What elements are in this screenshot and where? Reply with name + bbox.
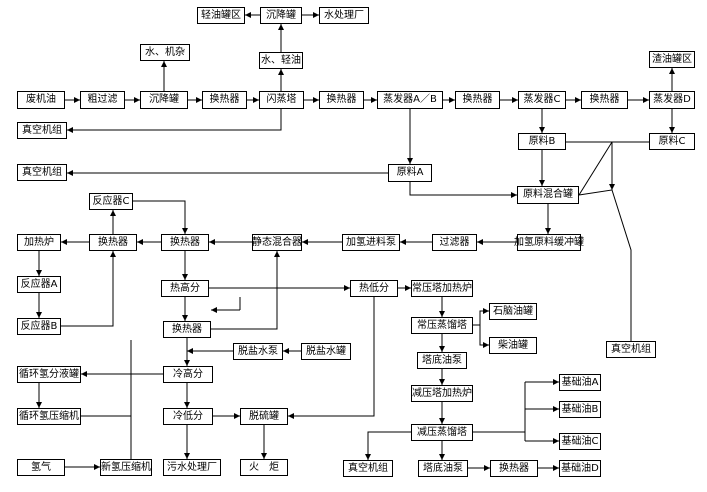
atm-heater-box: 常压塔加热炉 [411,280,473,297]
light-oil-tank-box: 轻油罐区 [197,7,245,24]
heater-box: 加热炉 [17,234,61,251]
heat-exchanger-1-box: 换热器 [202,91,247,109]
flow-line-71 [365,431,411,460]
vacuum-unit-4-box: 真空机组 [343,460,393,477]
water-impurities-box: 水、机杂 [140,44,190,61]
flow-line-39 [133,200,188,234]
hydro-feed-pump-box: 加氢进料泵 [342,234,400,251]
waste-oil-box: 废机油 [17,91,65,109]
hydrogen-box: 氢气 [17,459,65,476]
residue-tank-box: 渣油罐区 [649,51,695,68]
base-oil-d-box: 基础油D [559,460,601,477]
static-mixer-box: 静态混合器 [252,234,302,251]
vacuum-unit-3-box: 真空机组 [606,341,656,358]
heat-exchanger-3-box: 换热器 [455,91,500,109]
coarse-filter-box: 粗过滤 [80,91,125,109]
feedstock-c-box: 原料C [649,133,695,150]
diesel-tank-box: 柴油罐 [489,337,537,354]
flow-line-43 [211,251,280,330]
new-h2-comp-box: 新氢压缩机 [100,459,152,476]
naphtha-tank-box: 石脑油罐 [489,303,537,320]
feedstock-b-box: 原料B [518,133,566,150]
heat-exchanger-6-box: 换热器 [89,234,137,251]
evaporator-d-box: 蒸发器D [649,91,695,109]
heat-exchanger-4-box: 换热器 [581,91,628,109]
feed-mix-tank-box: 原料混合罐 [517,186,579,204]
heat-exchanger-7-box: 换热器 [163,321,211,338]
settling-tank-box: 沉降罐 [140,91,188,109]
flow-line-25 [578,141,613,196]
evaporator-ab-box: 蒸发器A／B [377,91,443,109]
flow-line-23 [609,141,649,190]
flash-tower-box: 闪蒸塔 [259,91,304,109]
desulfur-tank-box: 脱硫罐 [240,408,288,425]
base-oil-c-box: 基础油C [559,433,601,450]
desalt-pump-box: 脱盐水泵 [233,343,283,360]
recycle-h2-comp-box: 循环氢压缩机 [17,408,81,425]
heat-exchanger-5-box: 换热器 [161,234,209,251]
vacuum-unit-2-box: 真空机组 [17,164,67,181]
flow-line-27 [611,189,632,341]
reactor-c-box: 反应器C [89,193,133,210]
flow-line-51 [81,340,132,417]
flow-line-26 [578,150,613,196]
wastewater-plant-box: 水处理厂 [319,7,369,24]
evaporator-c-box: 蒸发器C [518,91,566,109]
atm-bottom-pump-box: 塔底油泵 [417,352,467,369]
reactor-b-box: 反应器B [17,318,61,335]
vac-bottom-pump-box: 塔底油泵 [418,460,468,477]
atm-tower-box: 常压蒸馏塔 [411,317,473,334]
settling-tank-top-box: 沉降罐 [260,7,302,24]
vac-tower-box: 减压蒸馏塔 [411,424,473,441]
water-light-oil-box: 水、轻油 [259,52,303,69]
flow-line-58 [288,297,375,419]
desalt-tank-box: 脱盐水罐 [301,343,351,360]
heat-exchanger-2-box: 换热器 [319,91,364,109]
flow-line-19 [409,182,517,198]
vacuum-unit-1-box: 真空机组 [17,122,67,139]
base-oil-b-box: 基础油B [559,401,601,418]
flow-line-61 [473,308,489,326]
reactor-a-box: 反应器A [17,276,61,293]
flow-line-16 [67,109,282,133]
heat-exchanger-8-box: 换热器 [490,460,538,477]
recycle-h2-tank-box: 循环氢分液罐 [17,366,81,383]
hot-hp-sep-box: 热高分 [161,280,209,297]
filter-box: 过滤器 [432,234,477,251]
hot-lp-sep-box: 热低分 [350,280,398,297]
base-oil-a-box: 基础油A [559,374,601,391]
flare-box: 火 炬 [240,459,288,476]
vac-heater-box: 减压塔加热炉 [411,385,473,402]
feedstock-a-box: 原料A [388,164,432,182]
flow-line-62 [479,325,489,348]
cold-lp-sep-box: 冷低分 [163,408,213,425]
sewage-plant-box: 污水处理厂 [163,459,221,476]
cold-hp-sep-box: 冷高分 [163,366,213,383]
hydro-buffer-tank-box: 加氢原料缓冲罐 [514,234,584,251]
flow-line-37 [61,251,116,327]
